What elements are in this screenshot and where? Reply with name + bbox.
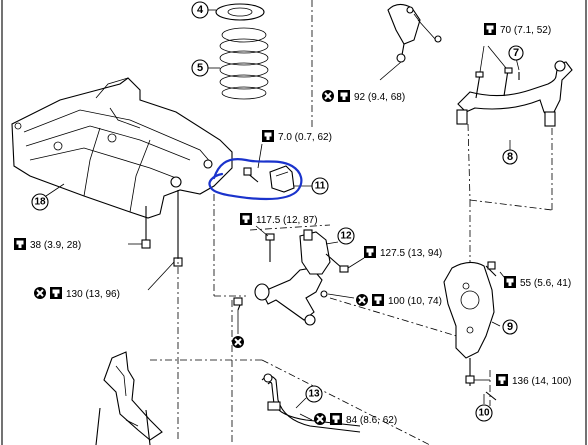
torque-wrench-icon [262, 130, 274, 142]
transverse-link [233, 229, 349, 326]
svg-text:18: 18 [34, 197, 46, 208]
torque-label-38: 38 (3.9, 28) [14, 238, 81, 251]
leader-12 [325, 241, 339, 245]
leader-9 [491, 321, 501, 327]
upper-link [456, 60, 573, 210]
torque-wrench-icon [484, 23, 496, 35]
coil-spring-assembly [215, 0, 313, 130]
callout-11: 11 [311, 177, 329, 195]
callout-5: 5 [191, 59, 209, 77]
torque-wrench-icon [330, 413, 342, 425]
torque-wrench-icon [338, 90, 350, 102]
svg-text:84 (8.6, 62): 84 (8.6, 62) [346, 415, 397, 426]
torque-label-136: 136 (14, 100) [496, 374, 572, 387]
leader-117 [255, 225, 269, 237]
torque-label-117: 117.5 (12, 87) [240, 213, 318, 226]
torque-label-70: 70 (7.1, 52) [484, 23, 551, 36]
svg-text:55 (5.6, 41): 55 (5.6, 41) [520, 278, 571, 289]
torque-wrench-icon [496, 374, 508, 386]
callout-12: 12 [337, 227, 355, 245]
svg-text:127.5 (13, 94): 127.5 (13, 94) [380, 248, 442, 259]
leader-127 [347, 257, 365, 269]
do-not-reuse-icon [355, 293, 369, 307]
svg-text:100 (10, 74): 100 (10, 74) [388, 296, 442, 307]
svg-text:13: 13 [308, 389, 320, 400]
torque-label-55: 55 (5.6, 41) [504, 276, 571, 289]
svg-text:4: 4 [197, 4, 204, 16]
leader-100 [327, 293, 355, 299]
torque-wrench-icon [372, 294, 384, 306]
svg-text:10: 10 [478, 408, 490, 419]
svg-text:8: 8 [507, 151, 513, 163]
svg-text:7: 7 [513, 47, 519, 59]
do-not-reuse-icon [321, 89, 335, 103]
torque-wrench-icon [50, 287, 62, 299]
callout-10: 10 [475, 404, 493, 422]
assembly-guide-lines [150, 192, 553, 445]
do-not-reuse-icon [231, 335, 245, 349]
svg-text:12: 12 [340, 231, 352, 242]
svg-text:38 (3.9, 28): 38 (3.9, 28) [30, 240, 81, 251]
callout-18: 18 [31, 193, 49, 211]
leader-92 [379, 61, 402, 81]
svg-text:136 (14, 100): 136 (14, 100) [512, 376, 572, 387]
callout-8: 8 [502, 149, 518, 165]
svg-text:117.5 (12, 87): 117.5 (12, 87) [256, 215, 318, 226]
leader-18 [45, 183, 65, 197]
stabilizer-bar [261, 373, 361, 433]
svg-text:7.0 (0.7, 62): 7.0 (0.7, 62) [278, 132, 332, 143]
callout-7: 7 [508, 45, 524, 61]
callout-9: 9 [502, 319, 518, 335]
leader-13 [295, 397, 307, 409]
svg-text:9: 9 [507, 321, 513, 333]
steering-knuckle [443, 261, 497, 401]
callout-13: 13 [305, 385, 323, 403]
torque-label-130: 130 (13, 96) [33, 286, 120, 300]
svg-text:70 (7.1, 52): 70 (7.1, 52) [500, 25, 551, 36]
shock-absorber-upper [387, 3, 442, 63]
torque-wrench-icon [14, 238, 26, 250]
leader-7nm [257, 143, 263, 169]
highlight-circle [208, 158, 303, 201]
torque-wrench-icon [504, 276, 516, 288]
do-not-reuse-icon [313, 412, 327, 426]
torque-wrench-icon [364, 246, 376, 258]
svg-text:92 (9.4, 68): 92 (9.4, 68) [354, 92, 405, 103]
leader-70b [487, 45, 507, 69]
leader-70a [479, 45, 485, 73]
torque-label-92: 92 (9.4, 68) [321, 89, 405, 103]
torque-label-100: 100 (10, 74) [355, 293, 442, 307]
torque-wrench-icon [240, 213, 252, 225]
bound-bumper [243, 165, 295, 193]
suspension-member [11, 77, 233, 267]
svg-text:11: 11 [315, 181, 326, 192]
torque-label-84: 84 (8.6, 62) [313, 412, 397, 426]
leader-130 [147, 261, 175, 291]
torque-label-127: 127.5 (13, 94) [364, 246, 442, 259]
torque-label-7: 7.0 (0.7, 62) [262, 130, 332, 143]
svg-text:5: 5 [197, 62, 203, 74]
callout-4: 4 [191, 1, 209, 19]
do-not-reuse-icon [33, 286, 47, 300]
svg-text:130 (13, 96): 130 (13, 96) [66, 289, 120, 300]
no-reuse-marker-lower-nut [231, 335, 245, 349]
stabilizer-connecting-rod [95, 351, 163, 445]
leader-84 [299, 413, 313, 421]
